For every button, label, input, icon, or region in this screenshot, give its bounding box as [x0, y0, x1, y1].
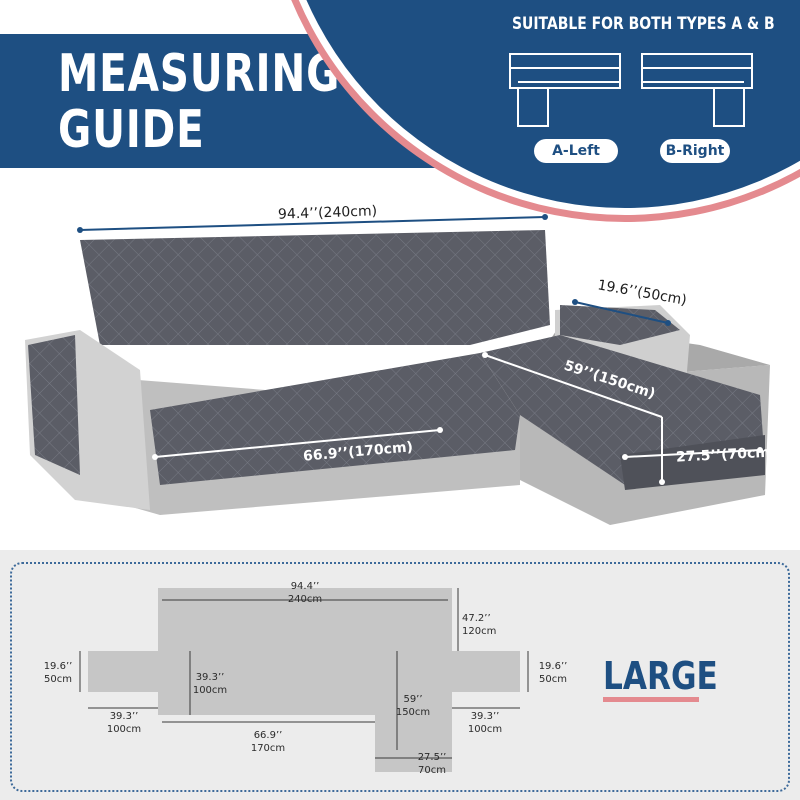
size-label: LARGE: [603, 654, 718, 698]
right-arm-len-in: 39.3’’: [470, 711, 500, 722]
diagram-left-arm: 19.6’’ 50cm: [38, 660, 78, 686]
diagram-chaise-width: 27.5’’ 70cm: [414, 751, 450, 777]
back-height-cm: 120cm: [462, 626, 497, 637]
sectional-b-right-icon: [641, 53, 753, 127]
right-arm-in: 19.6’’: [538, 661, 568, 672]
diagram-border: [10, 562, 790, 792]
page-title-line1: MEASURING: [58, 44, 341, 104]
sofa-illustration: [25, 214, 770, 525]
left-arm-len-cm: 100cm: [106, 724, 142, 735]
chaise-len-cm: 150cm: [395, 707, 431, 718]
chaise-len-in: 59’’: [403, 694, 423, 705]
right-arm-len-cm: 100cm: [467, 724, 503, 735]
type-a-left-badge: A-Left: [534, 139, 618, 163]
back-width-cm: 240cm: [287, 594, 323, 605]
left-arm-cm: 50cm: [44, 674, 72, 685]
diagram-left-arm-length: 39.3’’ 100cm: [104, 710, 144, 736]
cover-layout-diagram: [79, 588, 529, 772]
diagram-right-arm: 19.6’’ 50cm: [533, 660, 573, 686]
seat-width-cm: 170cm: [250, 743, 286, 754]
diagram-back-height: 47.2’’ 120cm: [462, 612, 502, 638]
seat-width-in: 66.9’’: [253, 730, 283, 741]
size-label-underline: [603, 697, 699, 702]
seat-depth-cm: 100cm: [192, 685, 228, 696]
diagram-right-arm-length: 39.3’’ 100cm: [465, 710, 505, 736]
diagram-seat-width: 66.9’’ 170cm: [248, 729, 288, 755]
back-height-in: 47.2’’: [462, 613, 491, 624]
seat-depth-in: 39.3’’: [195, 672, 225, 683]
left-arm-in: 19.6’’: [43, 661, 73, 672]
diagram-chaise-length: 59’’ 150cm: [395, 693, 431, 719]
left-arm-len-in: 39.3’’: [109, 711, 139, 722]
back-width-in: 94.4’’: [290, 581, 320, 592]
types-panel-title: SUITABLE FOR BOTH TYPES A & B: [512, 14, 775, 34]
type-b-right-badge: B-Right: [660, 139, 730, 163]
right-arm-cm: 50cm: [539, 674, 567, 685]
chaise-width-in: 27.5’’: [417, 752, 447, 763]
page-title-line2: GUIDE: [58, 100, 205, 160]
diagram-back-width: 94.4’’ 240cm: [280, 580, 330, 606]
diagram-seat-depth: 39.3’’ 100cm: [192, 671, 228, 697]
sectional-a-left-icon: [509, 53, 621, 127]
chaise-width-cm: 70cm: [418, 765, 446, 776]
